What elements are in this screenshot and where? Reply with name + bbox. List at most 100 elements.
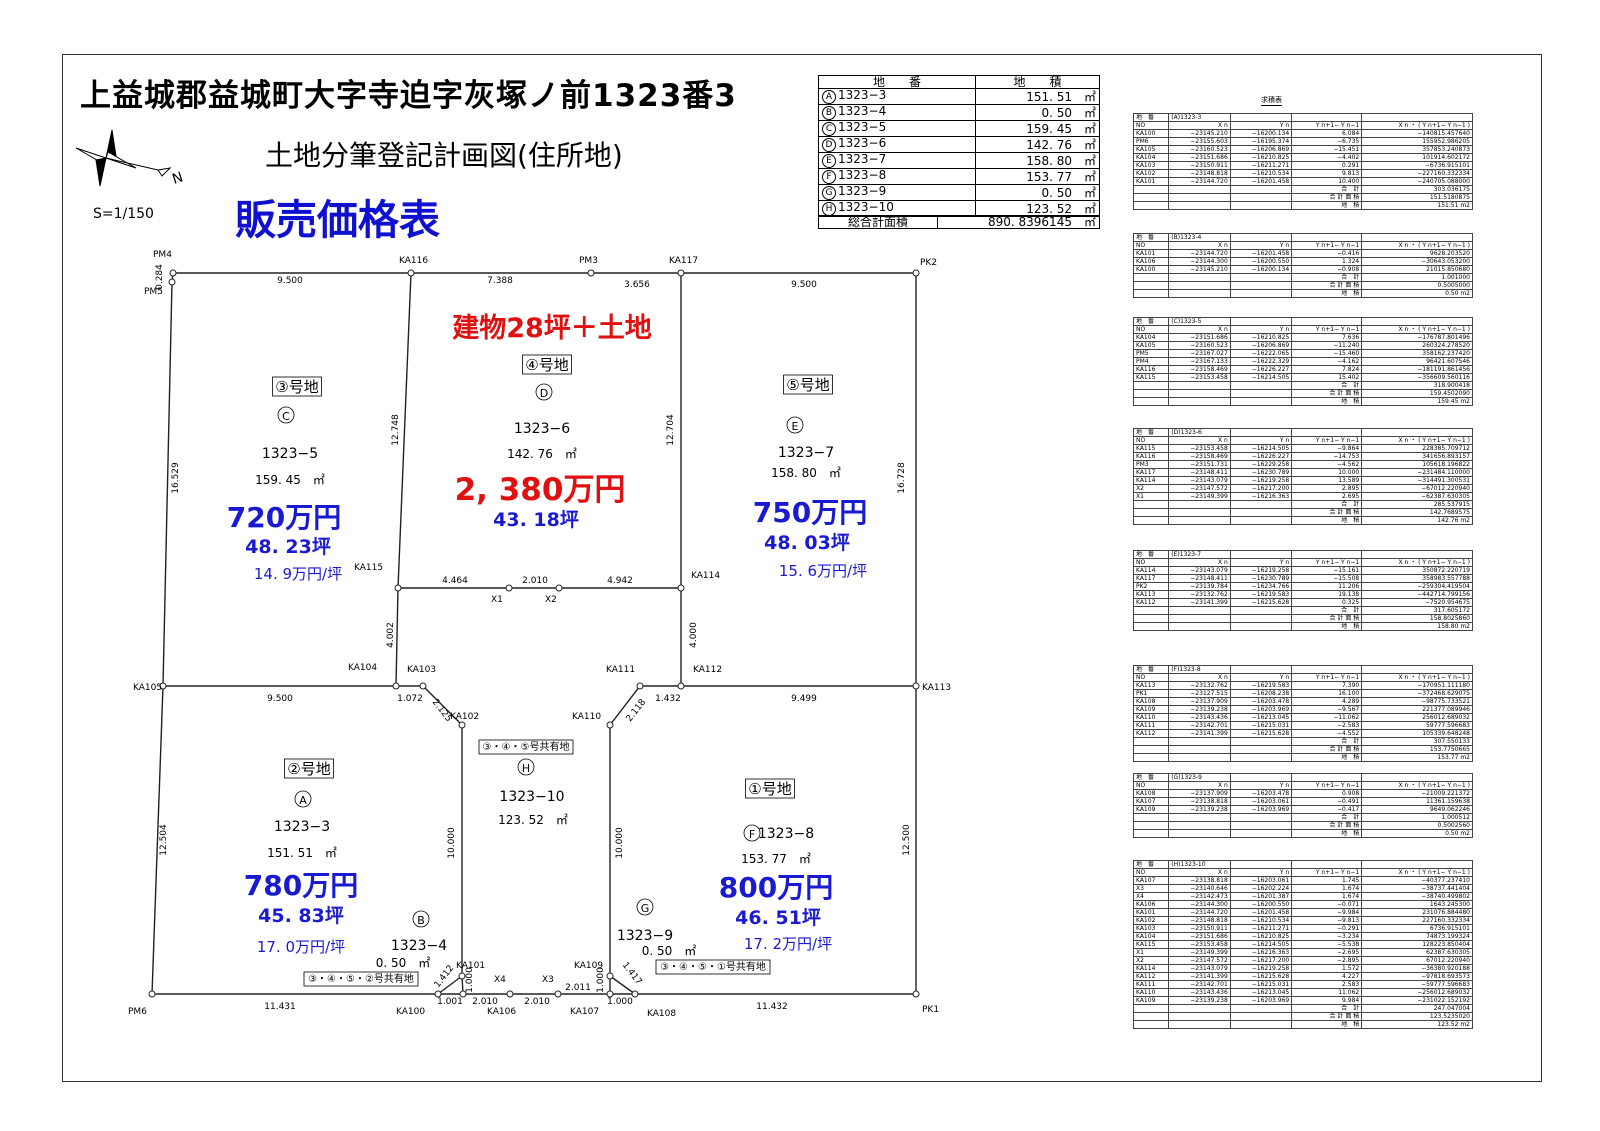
calc-row: 地 番(E)1323-7 bbox=[1132, 550, 1473, 559]
dimension-label: 9.500 bbox=[277, 276, 303, 286]
lot-name-box bbox=[284, 758, 334, 779]
dimension-label: 10.000 bbox=[615, 827, 625, 859]
lot-area: 0. 50 ㎡ bbox=[376, 956, 431, 970]
survey-point-marker bbox=[555, 584, 563, 592]
lot-number: 1323−7 bbox=[778, 445, 834, 461]
lot-name-label: ④号地 bbox=[525, 356, 568, 374]
dimension-label: 1.000 bbox=[607, 997, 633, 1007]
survey-point-label: KA101 bbox=[456, 961, 485, 971]
survey-point-label: X2 bbox=[545, 595, 557, 605]
lot-area-cell: 158. 80 ㎡ bbox=[975, 152, 1100, 169]
lot-price: 720万円 bbox=[227, 501, 341, 534]
survey-point-label: KA111 bbox=[606, 665, 635, 675]
calc-cell: 151.51 m2 bbox=[1361, 201, 1473, 210]
lot-unit-price: 15. 6万円/坪 bbox=[779, 562, 867, 580]
survey-point-marker bbox=[912, 990, 920, 998]
survey-point-marker bbox=[631, 990, 639, 998]
lot-number: 1323−3 bbox=[274, 819, 330, 835]
dimension-label: 1.072 bbox=[397, 694, 423, 704]
calc-cell: 地 積 bbox=[1291, 622, 1363, 631]
lot-name-label: ⑤号地 bbox=[786, 376, 829, 394]
lot-price: 800万円 bbox=[719, 871, 833, 904]
lot-price: 750万円 bbox=[753, 496, 867, 529]
price-table-title: 販売価格表 bbox=[235, 196, 440, 244]
lot-mark-icon bbox=[277, 406, 295, 424]
survey-point-marker bbox=[506, 990, 514, 998]
dimension-label: 11.432 bbox=[756, 1002, 788, 1012]
plan-subtitle: 土地分筆登記計画図(住所地) bbox=[265, 139, 623, 172]
lot-mark-letter: G bbox=[641, 902, 650, 915]
lot-mark-letter: C bbox=[282, 410, 290, 423]
lot-number: 1323−10 bbox=[838, 200, 894, 214]
survey-point-marker bbox=[505, 584, 513, 592]
total-area-label: 総合計面積 bbox=[818, 215, 938, 229]
boundary-line bbox=[151, 685, 164, 995]
calc-cell bbox=[1132, 753, 1170, 762]
lot-mark-icon: D bbox=[822, 138, 836, 152]
survey-point-marker bbox=[677, 269, 685, 277]
calc-cell bbox=[1132, 289, 1170, 298]
calc-cell: 153.77 m2 bbox=[1361, 753, 1473, 762]
survey-point-marker bbox=[606, 972, 614, 980]
survey-point-label: KA109 bbox=[574, 961, 603, 971]
dimension-label: 1.001 bbox=[437, 997, 463, 1007]
boundary-line bbox=[395, 587, 399, 687]
dimension-label: 1.412 bbox=[433, 964, 457, 990]
lot-area-cell: 0. 50 ㎡ bbox=[975, 104, 1100, 121]
lot-name-label: ②号地 bbox=[287, 760, 330, 778]
lot-mark-letter: E bbox=[792, 420, 799, 433]
north-arrow-icon: N bbox=[75, 129, 185, 188]
dimension-label: 12.748 bbox=[391, 414, 401, 446]
calc-cell bbox=[1132, 397, 1170, 406]
survey-point-label: KA115 bbox=[354, 563, 383, 573]
lot-tsubo: 46. 51坪 bbox=[735, 907, 821, 929]
survey-point-label: PM5 bbox=[144, 287, 163, 297]
calc-cell: 159.45 m2 bbox=[1361, 397, 1473, 406]
boundary-line bbox=[397, 272, 412, 589]
dimension-label: 9.499 bbox=[791, 694, 817, 704]
boundary-line bbox=[609, 975, 636, 995]
lot-unit-price: 17. 2万円/坪 bbox=[744, 935, 832, 953]
survey-point-marker bbox=[636, 682, 644, 690]
lot-number: 1323−9 bbox=[617, 928, 673, 944]
lot-mark-icon: E bbox=[822, 154, 836, 168]
lot-number: 1323−8 bbox=[838, 168, 887, 182]
calc-cell: 0.50 m2 bbox=[1361, 829, 1473, 838]
dimension-label: 0.284 bbox=[155, 264, 165, 290]
survey-point-marker bbox=[606, 721, 614, 729]
survey-point-marker bbox=[392, 682, 400, 690]
lot-name-box bbox=[655, 959, 771, 975]
boundary-line bbox=[162, 281, 173, 687]
calc-cell bbox=[1229, 1020, 1293, 1029]
survey-point-marker bbox=[407, 269, 415, 277]
survey-point-label: PM4 bbox=[153, 250, 172, 260]
lot-name-box bbox=[478, 739, 574, 755]
calc-cell: 地 積 bbox=[1291, 753, 1363, 762]
survey-point-label: PK1 bbox=[922, 1005, 939, 1015]
survey-point-marker bbox=[458, 721, 466, 729]
lot-mark-icon: F bbox=[822, 170, 836, 184]
dimension-label: 9.500 bbox=[791, 280, 817, 290]
calc-cell: 地 積 bbox=[1291, 201, 1363, 210]
